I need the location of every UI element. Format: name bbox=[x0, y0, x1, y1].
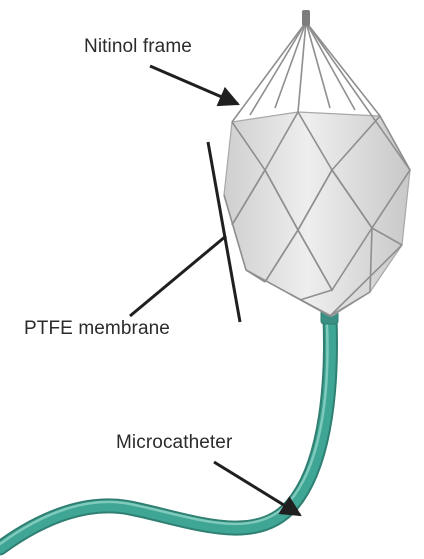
nitinol-frame-label: Nitinol frame bbox=[84, 36, 192, 58]
catheter-arrow bbox=[214, 462, 300, 515]
microcatheter bbox=[0, 310, 338, 548]
membrane-leader bbox=[130, 236, 226, 316]
ptfe-membrane-label: PTFE membrane bbox=[24, 318, 170, 340]
frame-tip bbox=[302, 10, 310, 26]
frame-arrow bbox=[150, 66, 238, 104]
microcatheter-label: Microcatheter bbox=[116, 432, 232, 454]
occluder-device bbox=[224, 10, 410, 316]
